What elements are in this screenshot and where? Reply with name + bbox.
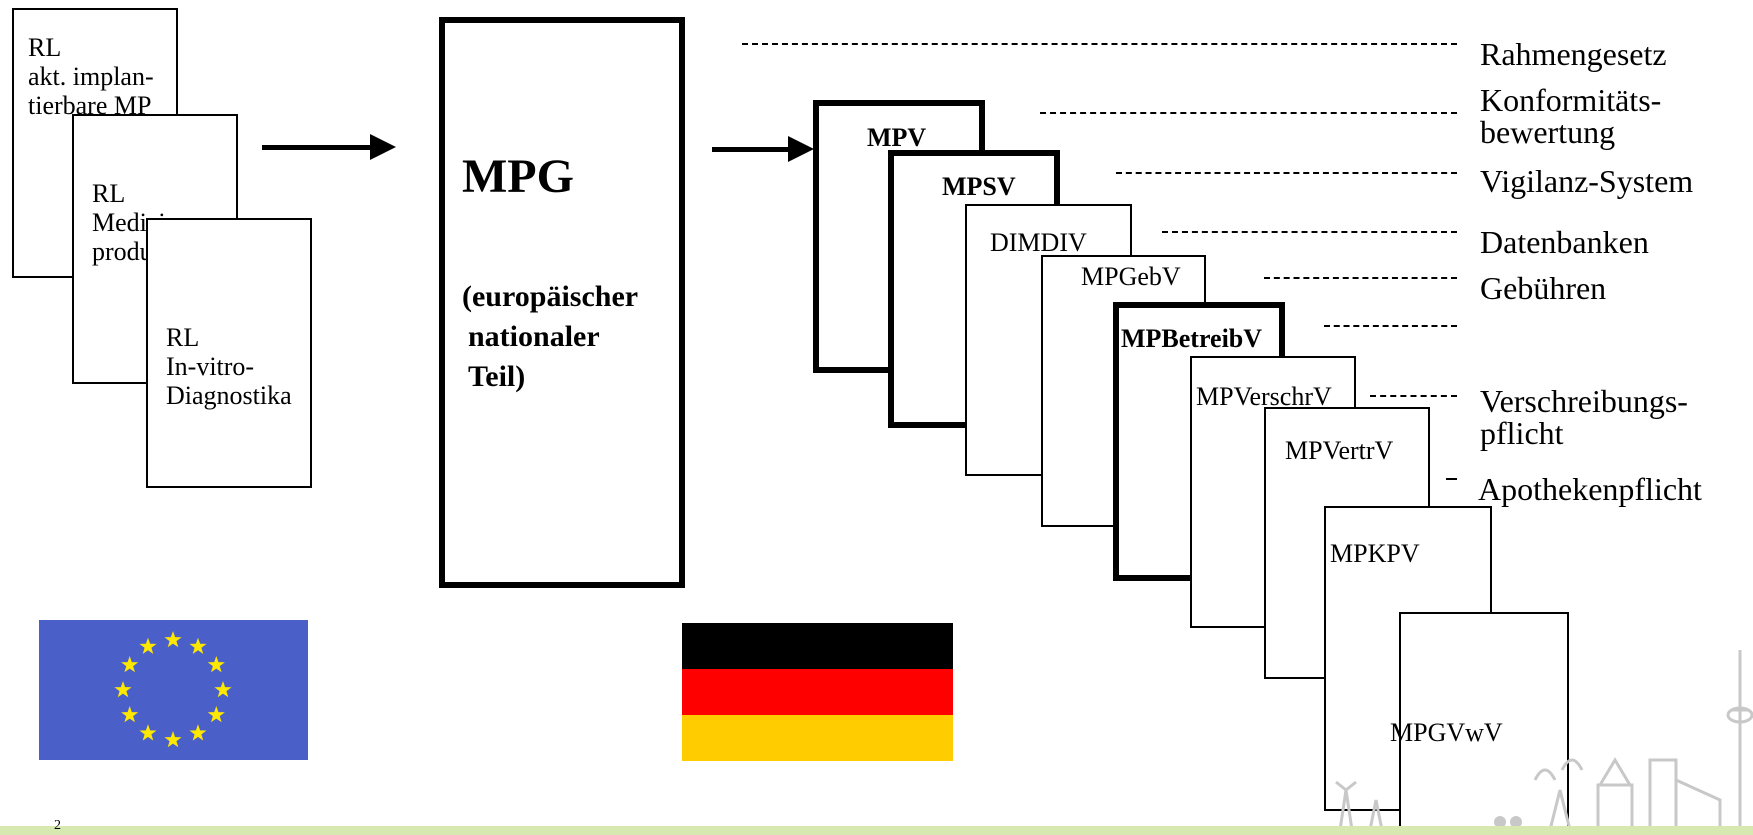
leader-apotheke bbox=[1446, 478, 1457, 480]
directive-label-ivd: RL In-vitro- Diagnostika bbox=[166, 323, 292, 411]
regulation-label-mpbetreibv: MPBetreibV bbox=[1121, 324, 1263, 353]
page-number: 2 bbox=[54, 818, 61, 833]
arrow-mpg-to-regulations bbox=[712, 147, 790, 152]
leader-vigilanz bbox=[1116, 172, 1457, 174]
eu-flag bbox=[39, 620, 308, 760]
regulation-label-mpverschrv: MPVerschrV bbox=[1196, 382, 1332, 411]
leader-datenbanken bbox=[1162, 231, 1457, 233]
german-flag-black-stripe bbox=[682, 623, 953, 669]
category-datenbanken: Datenbanken bbox=[1480, 224, 1649, 260]
leader-rahmengesetz bbox=[742, 43, 1457, 45]
category-gebuehren: Gebühren bbox=[1480, 270, 1607, 306]
eu-star-icon bbox=[121, 706, 139, 723]
eu-star-icon bbox=[214, 681, 232, 698]
regulation-label-mpgebv: MPGebV bbox=[1081, 262, 1181, 291]
leader-verschreibung bbox=[1370, 395, 1457, 397]
arrow-head-2 bbox=[788, 136, 814, 162]
eu-star-icon bbox=[121, 656, 139, 673]
regulation-box-mpgvwv bbox=[1399, 612, 1569, 835]
eu-star-icon bbox=[164, 731, 182, 748]
eu-star-icon bbox=[114, 681, 132, 698]
eu-star-icon bbox=[207, 706, 225, 723]
footer-band bbox=[0, 826, 1753, 835]
mpg-subtitle-line2: nationaler bbox=[468, 320, 600, 353]
category-konformitaetsbewertung: Konformitäts- bewertung bbox=[1480, 82, 1662, 150]
regulation-label-mpsv: MPSV bbox=[942, 172, 1016, 201]
leader-betreib bbox=[1324, 325, 1457, 327]
eu-star-icon bbox=[189, 724, 207, 741]
german-flag-red-stripe bbox=[682, 669, 953, 715]
eu-star-icon bbox=[189, 637, 207, 654]
city-skyline-graphic bbox=[1335, 650, 1753, 832]
regulation-label-mpv: MPV bbox=[867, 123, 927, 152]
eu-star-icon bbox=[139, 637, 157, 654]
leader-gebuehren bbox=[1264, 277, 1457, 279]
german-flag-gold-stripe bbox=[682, 715, 953, 761]
directive-box-ivd bbox=[146, 218, 312, 488]
leader-konformitaet bbox=[1040, 112, 1457, 114]
regulation-label-mpgvwv: MPGVwV bbox=[1390, 718, 1503, 747]
mpg-title: MPG bbox=[462, 150, 574, 203]
eu-star-icon bbox=[164, 631, 182, 648]
category-verschreibungspflicht: Verschreibungs- pflicht bbox=[1480, 383, 1688, 451]
mpg-box bbox=[439, 17, 685, 588]
category-apothekenpflicht: Apothekenpflicht bbox=[1478, 471, 1702, 507]
regulation-label-mpkpv: MPKPV bbox=[1330, 539, 1420, 568]
arrow-directives-to-mpg bbox=[262, 145, 372, 150]
regulation-label-dimdiv: DIMDIV bbox=[990, 228, 1087, 257]
category-rahmengesetz: Rahmengesetz bbox=[1480, 36, 1667, 72]
regulation-label-mpvertrv: MPVertrV bbox=[1285, 436, 1394, 465]
eu-star-icon bbox=[139, 724, 157, 741]
eu-star-icon bbox=[207, 656, 225, 673]
arrow-head-1 bbox=[370, 134, 396, 160]
directive-label-active-implants: RL akt. implan- tierbare MP bbox=[28, 33, 154, 121]
mpg-subtitle-line1: (europäischer bbox=[462, 280, 639, 313]
mpg-subtitle-line3: Teil) bbox=[468, 360, 526, 393]
category-vigilanz-system: Vigilanz-System bbox=[1480, 163, 1694, 199]
german-flag bbox=[682, 623, 953, 761]
